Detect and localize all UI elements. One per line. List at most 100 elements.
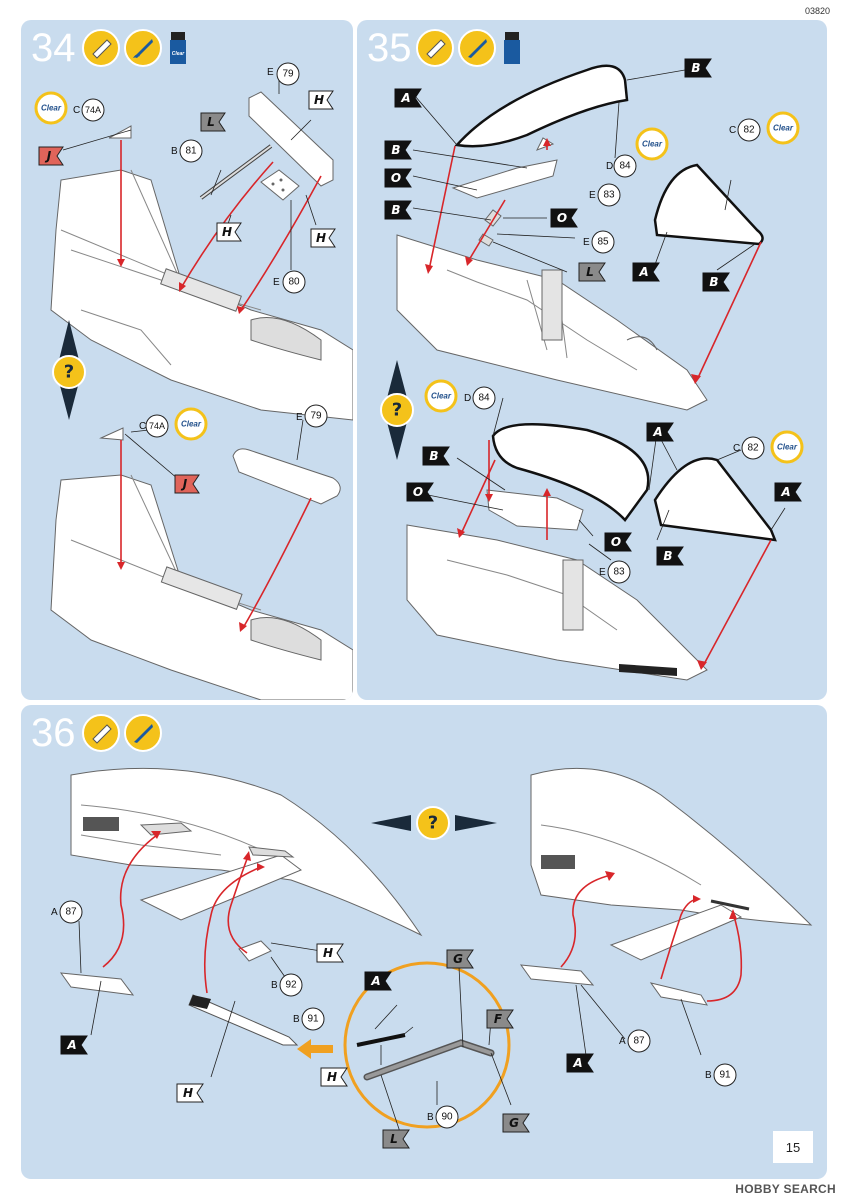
flag-label-icon: B	[656, 546, 684, 566]
svg-text:Clear: Clear	[777, 443, 798, 452]
svg-text:85: 85	[597, 237, 609, 248]
svg-text:G: G	[453, 952, 463, 966]
part-callout: C 74A	[139, 414, 169, 438]
svg-text:79: 79	[282, 69, 294, 80]
part-callout: C 82	[733, 436, 765, 460]
clear-part-badge-icon: Clear	[34, 91, 68, 125]
flag-label-icon: J	[38, 146, 64, 166]
flag-label-icon: F	[486, 1009, 514, 1029]
step-34-diagram: Clear	[50, 29, 353, 700]
step-number: 34	[31, 26, 76, 70]
svg-text:A: A	[619, 1036, 626, 1047]
svg-text:H: H	[323, 946, 333, 960]
paint-brush-icon	[124, 29, 162, 67]
svg-text:E: E	[296, 412, 303, 423]
part-callout: C 82	[729, 118, 761, 142]
flag-label-icon: A	[364, 971, 392, 991]
svg-text:A: A	[66, 1038, 76, 1052]
svg-text:81: 81	[185, 146, 197, 157]
svg-text:G: G	[509, 1116, 519, 1130]
svg-text:A: A	[51, 907, 58, 918]
svg-text:O: O	[557, 211, 567, 225]
step-35-callouts: D 84 Clear C 82 Clear E 83 E 85	[384, 58, 804, 584]
svg-text:E: E	[583, 237, 590, 248]
step-36-panel: 36	[21, 705, 827, 1179]
svg-text:D: D	[464, 393, 471, 404]
part-callout: B 90	[427, 1105, 459, 1129]
part-callout: E 85	[583, 230, 615, 254]
glue-tube-icon	[82, 29, 120, 67]
svg-text:83: 83	[613, 567, 625, 578]
part-callout: E 83	[599, 560, 631, 584]
flag-label-icon: A	[774, 482, 802, 502]
flag-label-icon: B	[384, 200, 412, 220]
svg-text:A: A	[370, 974, 380, 988]
flag-label-icon: J	[174, 474, 200, 494]
help-question-icon	[380, 393, 414, 427]
flag-label-icon: O	[550, 208, 578, 228]
clear-part-badge-icon: Clear	[766, 111, 800, 145]
flag-label-icon: L	[382, 1129, 410, 1149]
help-question-icon	[52, 355, 86, 389]
svg-text:74A: 74A	[149, 421, 165, 431]
paint-brush-icon	[124, 714, 162, 752]
svg-text:E: E	[273, 277, 280, 288]
flag-label-icon: A	[394, 88, 422, 108]
flag-label-icon: B	[384, 140, 412, 160]
clear-part-badge-icon: Clear	[635, 127, 669, 161]
svg-text:O: O	[611, 535, 621, 549]
svg-text:H: H	[314, 93, 324, 107]
svg-text:J: J	[181, 477, 188, 491]
svg-text:B: B	[293, 1014, 300, 1025]
part-callout: E 79	[267, 62, 300, 86]
svg-text:B: B	[705, 1070, 712, 1081]
svg-text:B: B	[391, 203, 400, 217]
glue-tube-icon	[416, 29, 454, 67]
step-35-diagram: ?	[380, 29, 786, 681]
svg-text:74A: 74A	[85, 105, 101, 115]
svg-text:Clear: Clear	[642, 140, 663, 149]
document-code: 03820	[804, 6, 830, 16]
svg-text:B: B	[691, 61, 700, 75]
svg-text:J: J	[45, 149, 52, 163]
flag-label-icon: H	[176, 1083, 204, 1103]
flag-label-icon: B	[702, 272, 730, 292]
part-callout: B 81	[171, 139, 203, 163]
svg-text:A: A	[780, 485, 790, 499]
svg-text:90: 90	[441, 1112, 453, 1123]
step-number: 36	[31, 711, 76, 755]
svg-text:A: A	[652, 425, 662, 439]
part-callout: E 79	[296, 404, 328, 428]
clear-part-badge-icon: Clear	[770, 430, 804, 464]
svg-text:Clear: Clear	[172, 51, 186, 57]
svg-text:H: H	[222, 225, 232, 239]
flag-label-icon: G	[502, 1113, 530, 1133]
flag-label-icon: O	[604, 532, 632, 552]
help-question-mark: ?	[64, 362, 74, 383]
svg-text:80: 80	[288, 277, 300, 288]
step-34-callouts: E 79 Clear C 74A B 81 E 80 C 74A	[34, 62, 336, 494]
svg-text:D: D	[606, 161, 613, 172]
svg-text:O: O	[391, 171, 401, 185]
step-number: 35	[367, 26, 412, 70]
part-callout: D 84	[464, 386, 496, 410]
svg-text:87: 87	[65, 907, 77, 918]
clear-part-badge-icon: Clear	[424, 379, 458, 413]
flag-label-icon: H	[316, 943, 344, 963]
flag-label-icon: B	[684, 58, 712, 78]
flag-label-icon: L	[578, 262, 606, 282]
part-callout: E 83	[589, 183, 621, 207]
svg-text:Clear: Clear	[181, 420, 202, 429]
svg-text:Clear: Clear	[431, 392, 452, 401]
svg-text:O: O	[413, 485, 423, 499]
flag-label-icon: A	[646, 422, 674, 442]
svg-text:B: B	[427, 1112, 434, 1123]
help-question-mark: ?	[392, 400, 402, 421]
svg-text:H: H	[327, 1070, 337, 1084]
svg-text:H: H	[316, 231, 326, 245]
svg-text:A: A	[638, 265, 648, 279]
svg-text:C: C	[139, 421, 146, 432]
flag-label-icon: O	[406, 482, 434, 502]
flag-label-icon: G	[446, 949, 474, 969]
svg-text:C: C	[733, 443, 740, 454]
